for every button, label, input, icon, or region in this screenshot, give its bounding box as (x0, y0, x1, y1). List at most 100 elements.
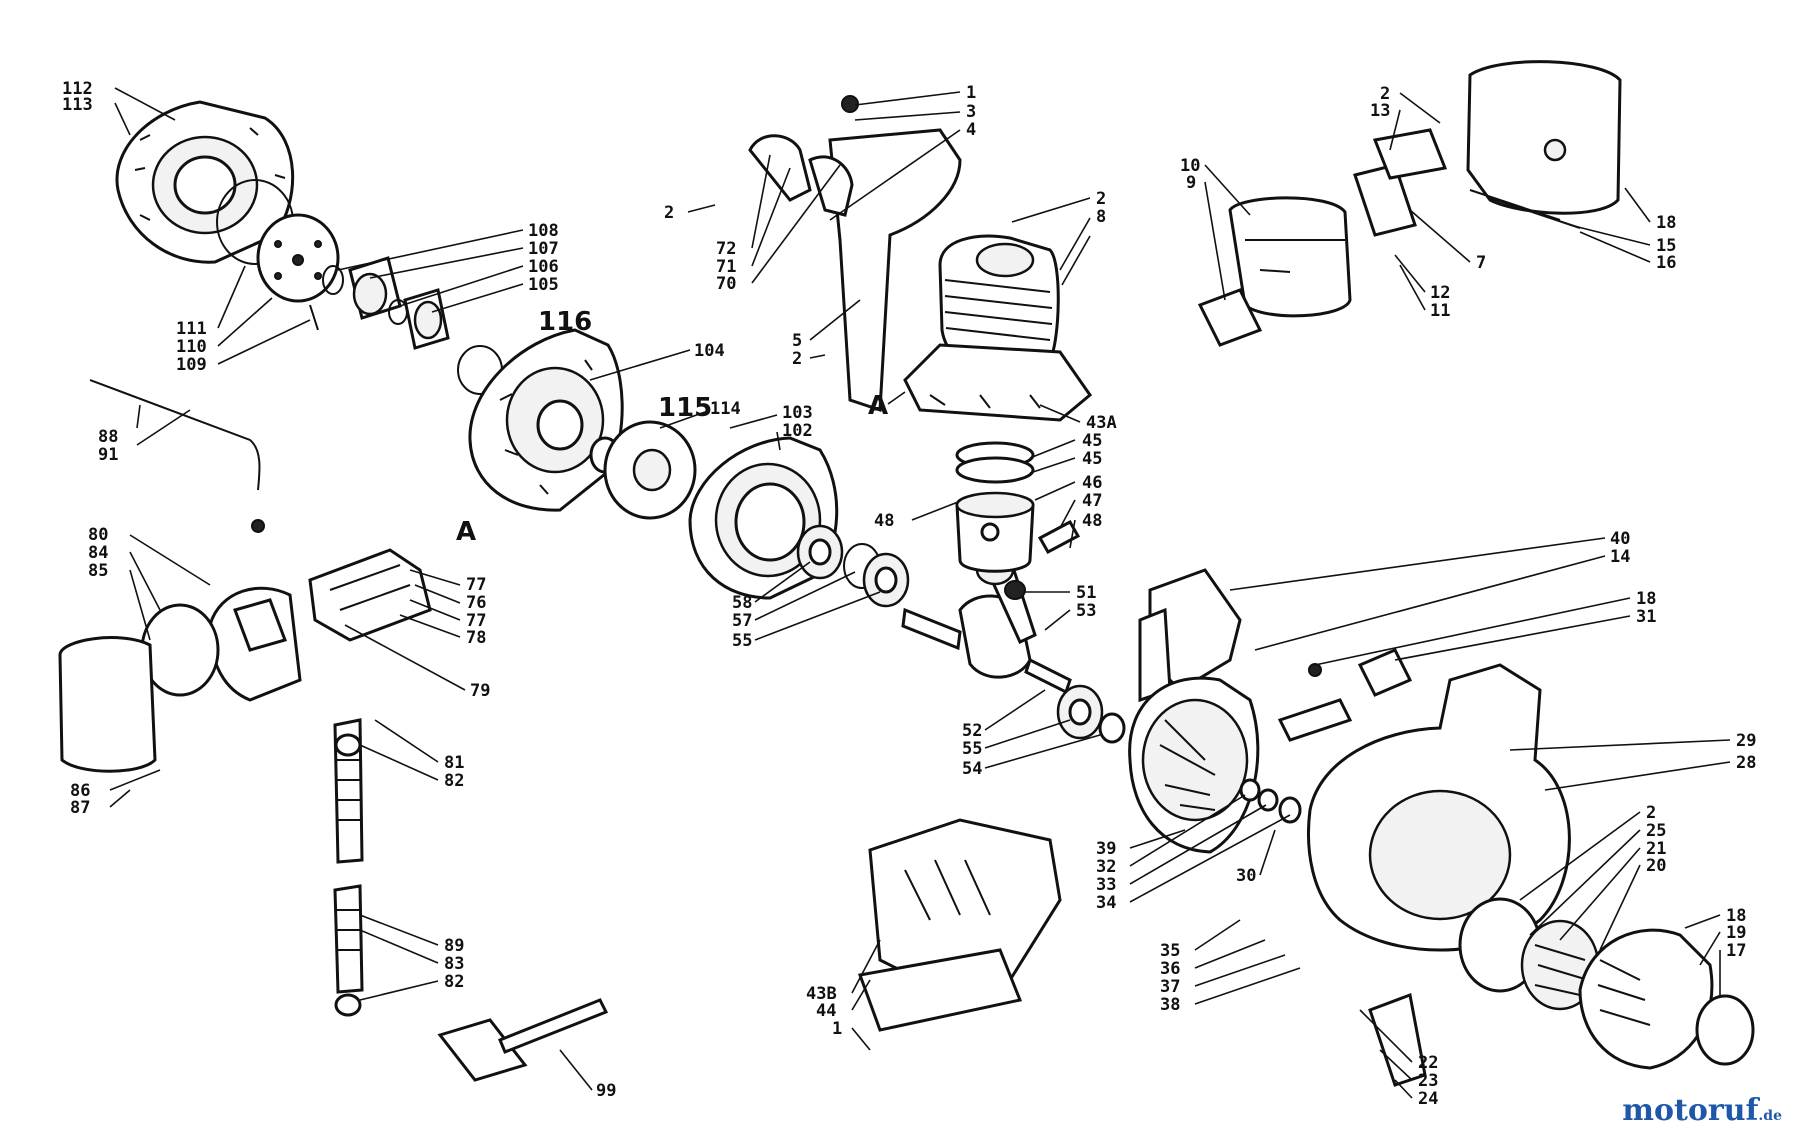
label-111: 111 (176, 319, 207, 339)
label-80: 80 (88, 525, 108, 545)
label-7: 7 (1476, 253, 1486, 273)
gasket-drawing (1353, 163, 1417, 237)
label-28: 28 (1736, 753, 1756, 773)
label-114: 114 (710, 399, 741, 419)
label-78: 78 (466, 628, 486, 648)
label-108: 108 (528, 221, 559, 241)
label-45a: 45 (1082, 431, 1102, 451)
ignition-coil-drawing (1138, 568, 1242, 703)
label-24: 24 (1418, 1089, 1438, 1109)
label-25: 25 (1646, 821, 1666, 841)
flywheel-washers-drawing (1239, 778, 1302, 824)
part-number-labels: 112 113 111 110 109 108 107 106 105 116 … (62, 79, 1756, 1109)
label-44: 44 (816, 1001, 836, 1021)
label-84: 84 (88, 543, 108, 563)
carburetor-drawing (208, 519, 302, 702)
label-20: 20 (1646, 856, 1666, 876)
label-12: 12 (1430, 283, 1450, 303)
label-105: 105 (528, 275, 559, 295)
label-104: 104 (694, 341, 725, 361)
muffler-guard-drawing (1466, 60, 1622, 229)
label-57: 57 (732, 611, 752, 631)
label-39: 39 (1096, 839, 1116, 859)
label-46: 46 (1082, 473, 1102, 493)
watermark-logo: motoruf.de (1622, 1093, 1782, 1128)
label-45b: 45 (1082, 449, 1102, 469)
label-53: 53 (1076, 601, 1096, 621)
label-2-cylinder: 2 (1096, 189, 1106, 209)
label-34: 34 (1096, 893, 1116, 913)
crankshaft-drawing (901, 552, 1072, 695)
label-30: 30 (1236, 866, 1256, 886)
label-91: 91 (98, 445, 118, 465)
spark-plug-wrench-drawing (437, 998, 609, 1082)
main-bearings-drawing (796, 524, 910, 608)
clutch-cover-drawing (115, 100, 295, 264)
label-23: 23 (1418, 1071, 1438, 1091)
bearing-stack-drawing (322, 256, 503, 395)
label-82a: 82 (444, 771, 464, 791)
label-15: 15 (1656, 236, 1676, 256)
part-drawings (58, 60, 1755, 1087)
label-9: 9 (1186, 173, 1196, 193)
label-77b: 77 (466, 611, 486, 631)
fan-housing-drawing (1307, 663, 1571, 952)
label-17: 17 (1726, 941, 1746, 961)
air-filter-drawing (58, 603, 220, 773)
label-82b: 82 (444, 972, 464, 992)
label-86: 86 (70, 781, 90, 801)
label-18-starter: 18 (1726, 906, 1746, 926)
label-A-crankcase: A (868, 391, 888, 421)
label-19: 19 (1726, 923, 1746, 943)
needle-bearing-drawing (1004, 580, 1026, 600)
label-1-bottom: 1 (832, 1019, 842, 1039)
label-48-left: 48 (874, 511, 894, 531)
throttle-cable-drawing (89, 379, 261, 491)
label-72: 72 (716, 239, 736, 259)
label-54: 54 (962, 759, 982, 779)
label-13: 13 (1370, 101, 1390, 121)
label-33: 33 (1096, 875, 1116, 895)
label-31: 31 (1636, 607, 1656, 627)
label-43b: 43B (806, 984, 837, 1004)
label-109: 109 (176, 355, 207, 375)
starter-handle-drawing (1368, 992, 1427, 1087)
label-83: 83 (444, 954, 464, 974)
label-2-lower: 2 (792, 349, 802, 369)
clutch-plate-drawing (256, 213, 340, 303)
intake-manifold-drawing (308, 548, 432, 642)
label-5: 5 (792, 331, 802, 351)
label-88: 88 (98, 427, 118, 447)
label-22: 22 (1418, 1053, 1438, 1073)
top-screw-drawing (841, 95, 859, 113)
label-35: 35 (1160, 941, 1180, 961)
label-106: 106 (528, 257, 559, 277)
label-87: 87 (70, 798, 90, 818)
label-113: 113 (62, 95, 93, 115)
label-29: 29 (1736, 731, 1756, 751)
label-40: 40 (1610, 529, 1630, 549)
piston-drawing (955, 491, 1035, 573)
label-71: 71 (716, 257, 736, 277)
label-37: 37 (1160, 977, 1180, 997)
label-112: 112 (62, 79, 93, 99)
label-21: 21 (1646, 839, 1666, 859)
handle-frame-drawing (748, 128, 962, 413)
label-14: 14 (1610, 547, 1630, 567)
label-1-top: 1 (966, 83, 976, 103)
label-76: 76 (466, 593, 486, 613)
label-79: 79 (470, 681, 490, 701)
label-18-guard: 18 (1656, 213, 1676, 233)
label-58: 58 (732, 593, 752, 613)
pressure-plate-drawing (603, 420, 697, 520)
watermark-suffix: .de (1758, 1108, 1782, 1124)
label-A-intake: A (456, 517, 476, 547)
label-2-handle: 2 (664, 203, 674, 223)
label-18-coil: 18 (1636, 589, 1656, 609)
watermark-brand: motoruf (1622, 1093, 1759, 1128)
label-2-muffler: 2 (1380, 84, 1390, 104)
label-107: 107 (528, 239, 559, 259)
label-85: 85 (88, 561, 108, 581)
